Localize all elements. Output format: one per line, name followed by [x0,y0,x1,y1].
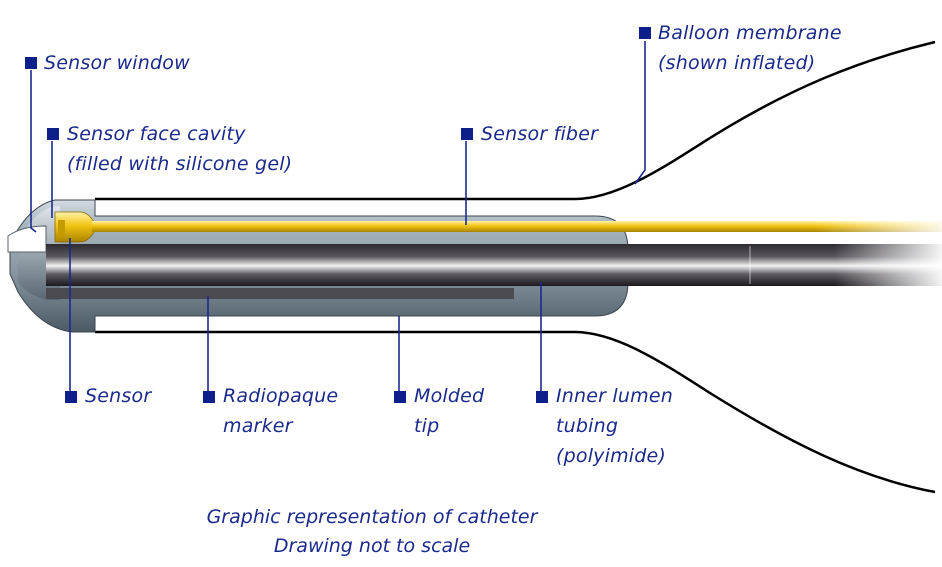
label-marker-square [47,128,59,140]
sensor-window-cut [7,225,47,253]
label-molded-line2: tip [414,415,440,437]
caption: Graphic representation of catheter Drawi… [0,503,744,561]
label-sensor: Sensor [65,381,151,411]
label-balloon-membrane-line2: (shown inflated) [658,52,816,74]
label-sensor-face-cavity: Sensor face cavity (filled with silicone… [47,119,292,179]
label-inner-lumen-line1: Inner lumen [556,385,673,407]
label-sensor-window-text: Sensor window [44,52,190,74]
balloon-membrane-bottom [95,330,936,494]
label-radiopaque-line1: Radiopaque [223,385,339,407]
leader-sensor-window [30,70,37,233]
label-marker-square [203,391,215,403]
label-sensor-fiber: Sensor fiber [461,119,598,149]
leader-lines [30,41,646,397]
label-marker-square [461,128,473,140]
radiopaque-marker [46,288,514,299]
label-sensor-window: Sensor window [25,48,190,78]
label-marker-square [639,27,651,39]
label-sensor-text: Sensor [85,385,152,407]
label-sensor-fiber-text: Sensor fiber [481,123,599,145]
label-inner-lumen: Inner lumen tubing (polyimide) [536,381,673,471]
label-inner-lumen-line3: (polyimide) [556,445,667,467]
label-radiopaque-line2: marker [223,415,293,437]
balloon-membrane-top [95,40,936,201]
label-molded-line1: Molded [414,385,485,407]
sensor-element [58,220,65,236]
label-marker-square [25,57,37,69]
label-sensor-face-cavity-line1: Sensor face cavity [67,123,246,145]
label-balloon-membrane-line1: Balloon membrane [658,22,842,44]
label-inner-lumen-line2: tubing [556,415,619,437]
caption-line2: Drawing not to scale [273,535,471,557]
label-marker-square [536,391,548,403]
label-radiopaque-marker: Radiopaque marker [203,381,338,441]
label-molded-tip: Molded tip [394,381,484,441]
caption-line1: Graphic representation of catheter [206,506,538,528]
label-sensor-face-cavity-line2: (filled with silicone gel) [67,153,293,175]
leader-balloon-membrane [634,41,646,185]
label-marker-square [394,391,406,403]
label-marker-square [65,391,77,403]
label-balloon-membrane: Balloon membrane (shown inflated) [639,18,842,78]
